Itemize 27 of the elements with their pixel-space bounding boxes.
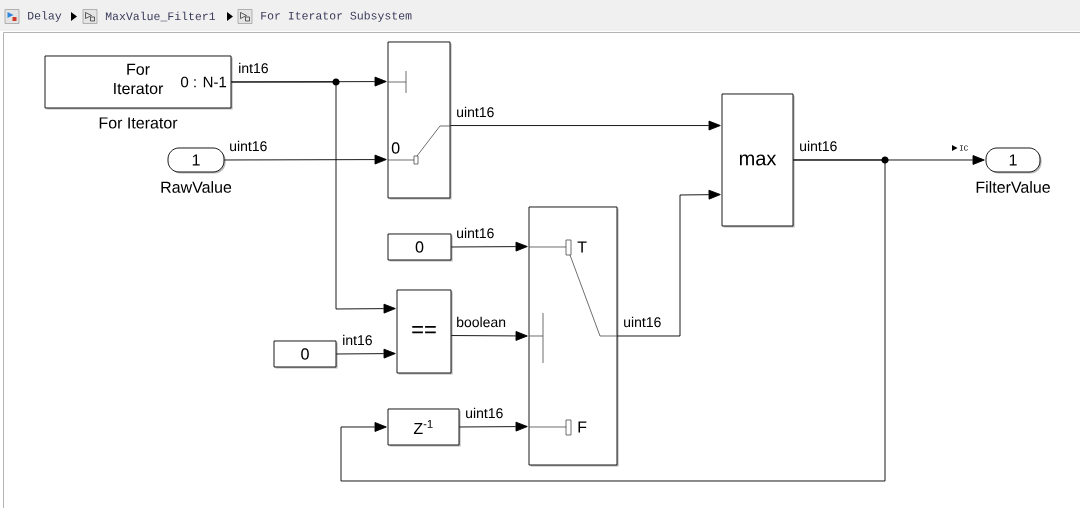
- constant-block: 0: [387, 233, 453, 262]
- signal-arrow: [224, 154, 387, 165]
- signal-arrow: [231, 81, 396, 314]
- block-label: For Iterator: [99, 117, 178, 129]
- breadcrumb-link: Delay: [28, 11, 62, 22]
- signal-arrow: [336, 348, 396, 359]
- signal-arrow: [340, 159, 886, 482]
- signal-arrow: [451, 331, 528, 341]
- breadcrumb-link: For Iterator Subsystem: [261, 11, 412, 22]
- node-label: F: [578, 421, 587, 433]
- for-iterator-block: For Iterator 0 : N-1: [44, 55, 233, 110]
- block-label: RawValue: [161, 181, 232, 193]
- constant-block: 0: [273, 340, 338, 369]
- block-label: FilterValue: [976, 181, 1050, 193]
- signal-arrow: [617, 189, 721, 337]
- unit-delay-block: Z$^{-1}$: [387, 408, 461, 447]
- inport-block: 1: [167, 147, 226, 174]
- switch-block: 0: [387, 41, 452, 200]
- max-block: max: [721, 93, 795, 228]
- switch-block: T F: [528, 206, 619, 467]
- node-label: T: [577, 241, 587, 253]
- signal-arrow: [459, 421, 528, 432]
- relational-operator-block: ==: [396, 289, 453, 375]
- signal-arrow: [450, 120, 721, 131]
- signal-arrow: [451, 241, 528, 252]
- breadcrumb-link: MaxValue_Filter1: [105, 11, 216, 22]
- outport-block: 1: [985, 147, 1042, 174]
